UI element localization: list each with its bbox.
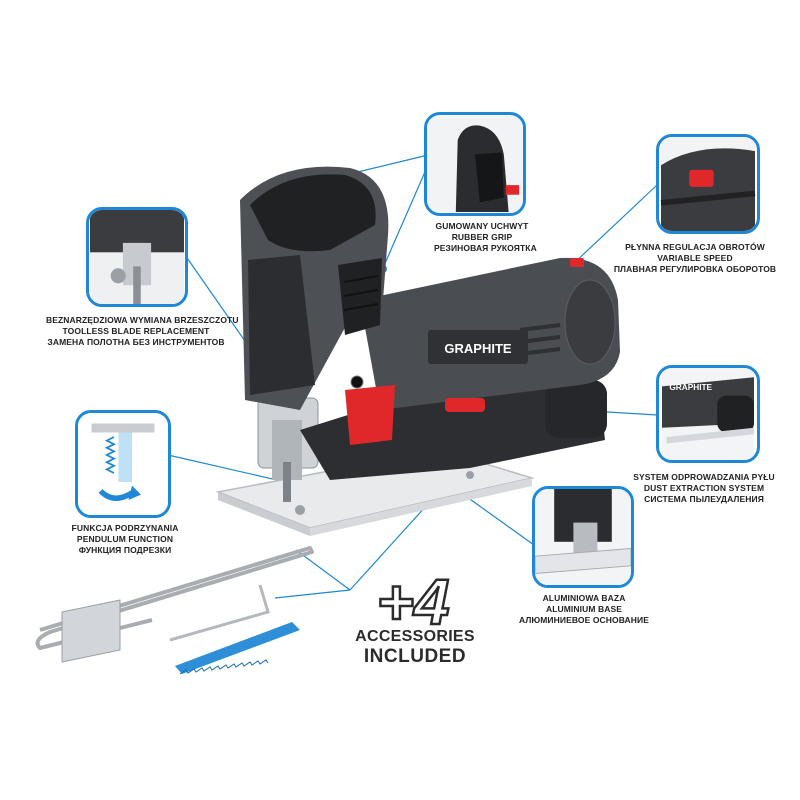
- label-line-en: PENDULUM FUNCTION: [76, 534, 174, 544]
- hex-key: [169, 584, 270, 642]
- label-line-ru: ЗАМЕНА ПОЛОТНА БЕЗ ИНСТРУМЕНТОВ: [47, 337, 225, 347]
- label-aluminium-base: ALUMINIOWA BAZA ALUMINIUM BASE АЛЮМИНИЕВ…: [516, 593, 652, 626]
- screw: [350, 375, 364, 389]
- accessories-line2: INCLUDED: [363, 646, 467, 667]
- front-grip: [248, 255, 315, 395]
- label-line-pl: BEZNARZĘDZIOWA WYMIANA BRZESZCZOTU: [46, 315, 239, 325]
- accessories-count-badge: +4: [375, 568, 450, 630]
- label-line-pl: ALUMINIOWA BAZA: [542, 593, 626, 603]
- parallel-guide: [35, 546, 314, 650]
- lower-housing: [300, 380, 605, 480]
- label-line-en: ALUMINIUM BASE: [545, 604, 622, 614]
- label-line-pl: GUMOWANY UCHWYT: [435, 221, 529, 231]
- accessories-line1: ACCESSORIES: [355, 628, 475, 645]
- label-line-ru: ФУНКЦИЯ ПОДРЕЗКИ: [78, 545, 172, 555]
- label-variable-speed: PŁYNNA REGULACJA OBROTÓW VARIABLE SPEED …: [610, 242, 780, 275]
- callout-pendulum-image: [75, 410, 171, 518]
- callout-toolless-blade-image: [86, 207, 188, 307]
- label-pendulum: FUNKCJA PODRZYNANIA PENDULUM FUNCTION ФУ…: [70, 523, 180, 556]
- label-line-en: DUST EXTRACTION SYSTEM: [643, 483, 765, 493]
- grip-ribs: [343, 275, 379, 311]
- guide-fence: [61, 599, 121, 663]
- label-line-ru: СИСТЕМА ПЫЛЕУДАЛЕНИЯ: [644, 494, 764, 504]
- saw-blade: [175, 622, 300, 675]
- svg-text:GRAPHITE: GRAPHITE: [669, 383, 712, 392]
- label-line-en: RUBBER GRIP: [451, 232, 513, 242]
- blade-guide: [257, 397, 319, 502]
- lock-button-red: [445, 398, 485, 412]
- callout-dust-extraction-image: GRAPHITE: [656, 365, 760, 463]
- label-line-pl: PŁYNNA REGULACJA OBROTÓW: [625, 242, 765, 252]
- accessories-caption: ACCESSORIES INCLUDED: [350, 628, 480, 667]
- speed-dial-red: [570, 258, 584, 267]
- label-toolless-blade: BEZNARZĘDZIOWA WYMIANA BRZESZCZOTU TOOLL…: [46, 315, 239, 348]
- label-line-pl: FUNKCJA PODRZYNANIA: [71, 523, 179, 533]
- brand-logo: GRAPHITE: [444, 341, 512, 356]
- accessories: [35, 546, 314, 675]
- logo-panel: [428, 330, 528, 364]
- label-dust-extraction: SYSTEM ODPROWADZANIA PYŁU DUST EXTRACTIO…: [628, 472, 780, 505]
- label-line-en: VARIABLE SPEED: [657, 253, 733, 263]
- label-line-ru: АЛЮМИНИЕВОЕ ОСНОВАНИЕ: [518, 615, 650, 625]
- trigger-red: [345, 385, 395, 445]
- accessories-count: +4: [377, 568, 450, 630]
- label-line-ru: ПЛАВНАЯ РЕГУЛИРОВКА ОБОРОТОВ: [613, 264, 777, 274]
- callout-aluminium-base-image: [532, 486, 634, 588]
- label-line-en: TOOLLESS BLADE REPLACEMENT: [62, 326, 210, 336]
- callout-rubber-grip-image: [424, 112, 526, 216]
- label-rubber-grip: GUMOWANY UCHWYT RUBBER GRIP РЕЗИНОВАЯ РУ…: [434, 221, 537, 254]
- label-line-ru: РЕЗИНОВАЯ РУКОЯТКА: [434, 243, 537, 253]
- callout-variable-speed-image: [656, 134, 760, 234]
- rubber-grip-top: [250, 174, 376, 252]
- dust-port: [545, 380, 607, 438]
- label-line-pl: SYSTEM ODPROWADZANIA PYŁU: [633, 472, 775, 482]
